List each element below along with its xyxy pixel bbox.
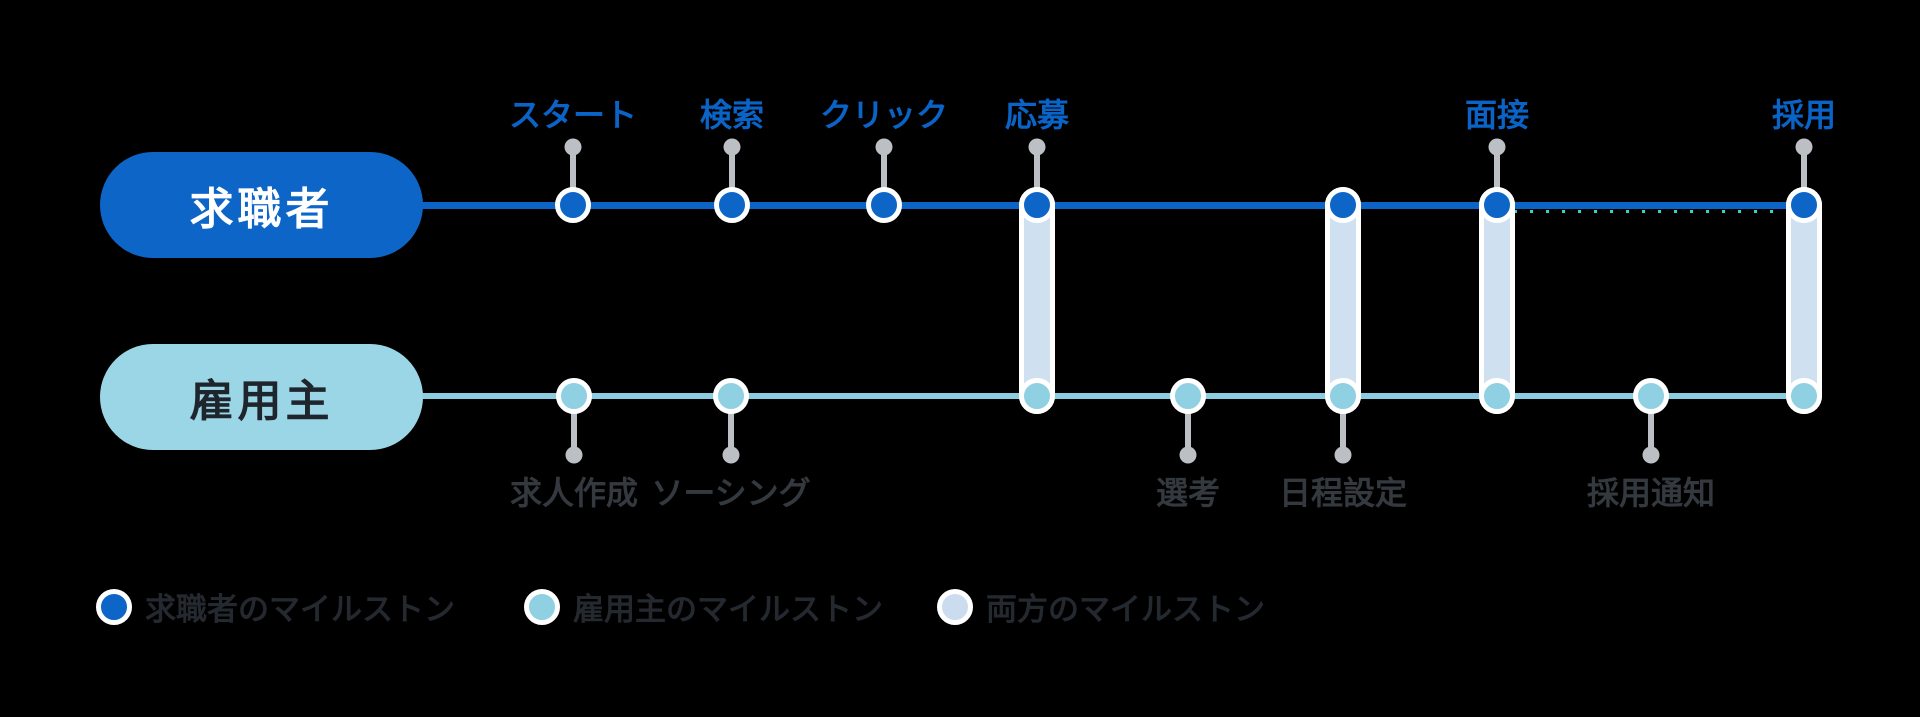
milestone-label-offer-notice: 採用通知 bbox=[1586, 475, 1716, 511]
milestone-dot-click bbox=[866, 187, 902, 223]
milestone-label-click: クリック bbox=[819, 97, 949, 133]
legend-item-job-seeker: 求職者のマイルストン bbox=[96, 584, 455, 629]
stem-end-dot-job-creation bbox=[565, 446, 583, 464]
legend-label-both: 両方のマイルストン bbox=[986, 592, 1265, 627]
label-stem-start bbox=[570, 148, 576, 205]
employer-lane-label: 雇用主 bbox=[189, 377, 334, 426]
stem-end-dot-search bbox=[723, 138, 741, 156]
milestone-dot-start bbox=[555, 187, 591, 223]
milestone-dot-interview-top bbox=[1479, 187, 1515, 223]
legend-dot-job-seeker-icon bbox=[96, 588, 132, 625]
milestone-label-interview: 面接 bbox=[1464, 97, 1530, 133]
milestone-label-apply: 応募 bbox=[1004, 97, 1070, 133]
employer-lane-line bbox=[420, 393, 1808, 399]
legend-label-employer: 雇用主のマイルストン bbox=[573, 592, 883, 627]
milestone-dot-hire-top bbox=[1786, 187, 1822, 223]
label-stem-apply bbox=[1034, 148, 1040, 205]
shared-connector-apply bbox=[1019, 187, 1055, 414]
stem-end-dot-sourcing bbox=[722, 446, 740, 464]
milestone-dot-sourcing bbox=[713, 378, 749, 414]
milestone-dot-job-creation bbox=[556, 378, 592, 414]
stem-end-dot-offer-notice bbox=[1642, 446, 1660, 464]
shared-connector-hire bbox=[1786, 187, 1822, 414]
legend-item-employer: 雇用主のマイルストン bbox=[524, 584, 883, 629]
label-stem-click bbox=[881, 148, 887, 205]
milestone-label-scheduling: 日程設定 bbox=[1278, 475, 1408, 511]
milestone-dot-offer-notice bbox=[1633, 378, 1669, 414]
milestone-dot-hire-bottom bbox=[1786, 378, 1822, 414]
legend-item-both: 両方のマイルストン bbox=[937, 584, 1265, 629]
legend-label-job-seeker: 求職者のマイルストン bbox=[145, 592, 455, 627]
milestone-label-search: 検索 bbox=[699, 97, 765, 133]
job-seeker-lane-label: 求職者 bbox=[189, 185, 334, 234]
stem-end-dot-apply bbox=[1028, 138, 1046, 156]
stem-end-dot-interview bbox=[1488, 138, 1506, 156]
stem-end-dot-start bbox=[564, 138, 582, 156]
milestone-dot-apply-bottom bbox=[1019, 378, 1055, 414]
shared-connector-interview bbox=[1479, 187, 1515, 414]
stem-end-dot-hire bbox=[1795, 138, 1813, 156]
label-stem-hire bbox=[1801, 148, 1807, 205]
milestone-dot-interview-bottom bbox=[1479, 378, 1515, 414]
label-stem-interview bbox=[1494, 148, 1500, 205]
dotted-line-segment bbox=[1514, 210, 1796, 213]
milestone-label-hire: 採用 bbox=[1771, 97, 1837, 133]
job-seeker-lane-pill: 求職者 bbox=[100, 152, 423, 258]
stem-end-dot-scheduling bbox=[1334, 446, 1352, 464]
label-stem-offer-notice bbox=[1648, 396, 1654, 454]
milestone-dot-schedule-bottom bbox=[1325, 378, 1361, 414]
milestone-label-start: スタート bbox=[508, 97, 638, 133]
legend-dot-both-icon bbox=[937, 588, 973, 625]
milestone-label-sourcing: ソーシング bbox=[651, 475, 811, 511]
milestone-dot-schedule-top bbox=[1325, 187, 1361, 223]
label-stem-sourcing bbox=[728, 396, 734, 454]
label-stem-scheduling bbox=[1340, 396, 1346, 454]
stem-end-dot-screening bbox=[1179, 446, 1197, 464]
milestone-label-screening: 選考 bbox=[1155, 475, 1221, 511]
shared-connector-schedule bbox=[1325, 187, 1361, 414]
employer-lane-pill: 雇用主 bbox=[100, 344, 423, 450]
label-stem-search bbox=[729, 148, 735, 205]
milestone-dot-apply-top bbox=[1019, 187, 1055, 223]
label-stem-screening bbox=[1185, 396, 1191, 454]
stem-end-dot-click bbox=[875, 138, 893, 156]
legend-dot-employer-icon bbox=[524, 588, 560, 625]
label-stem-job-creation bbox=[571, 396, 577, 454]
job-seeker-lane-line bbox=[420, 202, 1808, 209]
milestone-label-job-creation: 求人作成 bbox=[509, 475, 639, 511]
milestone-dot-screening bbox=[1170, 378, 1206, 414]
milestone-dot-search bbox=[714, 187, 750, 223]
